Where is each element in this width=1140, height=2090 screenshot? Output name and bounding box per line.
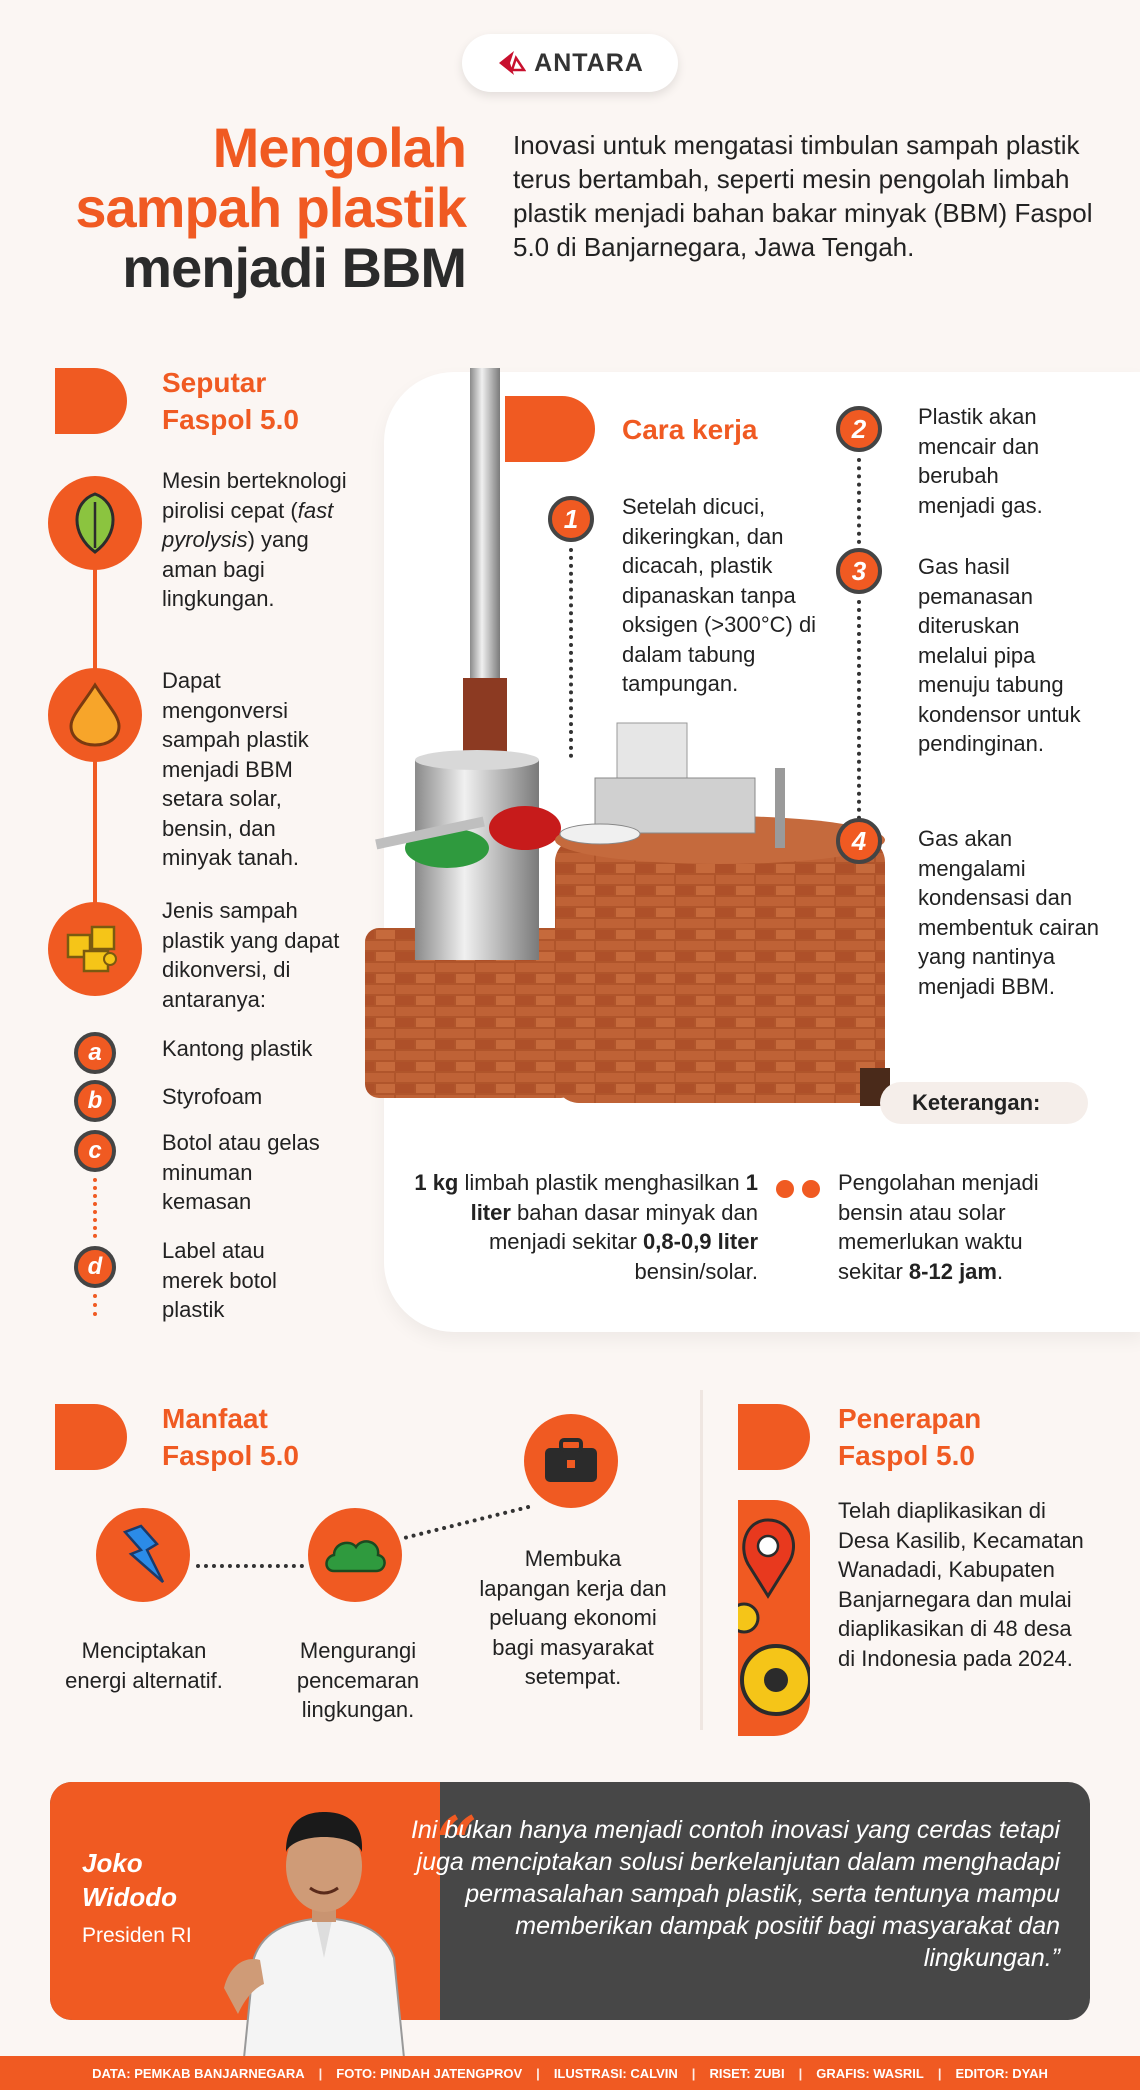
oil-drop-icon: [48, 668, 142, 762]
seputar-item-1: Mesin berteknologi pirolisi cepat (fast …: [162, 466, 352, 614]
penerapan-title-line-1: Penerapan: [838, 1403, 982, 1434]
credit-separator: |: [798, 2065, 803, 2081]
penerapan-text: Telah diaplikasikan di Desa Kasilib, Kec…: [838, 1498, 1084, 1671]
ket-left-part-2: limbah plastik menghasilkan: [458, 1170, 746, 1195]
seputar-item-2: Dapat mengonversi sampah plastik menjadi…: [162, 668, 309, 870]
cloud-icon: [308, 1508, 402, 1602]
manfaat-title-line-2: Faspol 5.0: [162, 1440, 299, 1471]
keterangan-dot-right: [802, 1180, 820, 1198]
manfaat-title-line-1: Manfaat: [162, 1403, 268, 1434]
step-3-4-connector: [857, 600, 861, 820]
penerapan-title: Penerapan Faspol 5.0: [838, 1400, 981, 1474]
step-1-connector: [569, 548, 573, 758]
cara-kerja-title: Cara kerja: [622, 414, 758, 445]
liter-value: 1 liter: [470, 1170, 758, 1225]
seputar-title: Seputar Faspol 5.0: [162, 364, 299, 438]
step-1-text: Setelah dicuci, dikeringkan, dan dicacah…: [622, 494, 817, 696]
quote-text: Ini bukan hanya menjadi contoh inovasi y…: [410, 1816, 1060, 1972]
step-1-badge: 1: [548, 496, 594, 542]
keterangan-right-text: Pengolahan menjadi bensin atau solar mem…: [838, 1168, 1088, 1286]
kg-value: 1 kg: [414, 1170, 459, 1195]
step-2-3-connector: [857, 458, 861, 544]
step-2-text: Plastik akan mencair dan berubah menjadi…: [918, 404, 1043, 518]
step-3-text: Gas hasil pemanasan diteruskan melalui p…: [918, 554, 1081, 756]
credit-data: DATA: PEMKAB BANJARNEGARA: [92, 2065, 305, 2081]
antara-logo: ANTARA: [462, 34, 678, 92]
type-list-tail: [93, 1294, 97, 1316]
leaf-icon: [48, 476, 142, 570]
location-gear-icon: [738, 1500, 810, 1736]
puzzle-icon: [48, 902, 142, 996]
seputar-item-3: Jenis sampah plastik yang dapat dikonver…: [162, 898, 340, 1012]
credit-separator: |: [536, 2065, 540, 2081]
title-line-2: sampah plastik: [75, 176, 467, 239]
step-2-badge: 2: [836, 406, 882, 452]
seputar-tab: [55, 368, 127, 434]
hours-value: 8-12 jam: [908, 1258, 997, 1284]
title-line-3: menjadi BBM: [122, 236, 467, 299]
credit-editor: EDITOR: DYAH: [955, 2065, 1048, 2081]
seputar-title-line-2: Faspol 5.0: [162, 404, 299, 435]
ket-right-part-1: Pengolahan menjadi bensin atau solar mem…: [838, 1170, 1039, 1284]
keterangan-dot-left: [776, 1180, 794, 1198]
penerapan-title-line-2: Faspol 5.0: [838, 1440, 975, 1471]
manfaat-connector-1: [196, 1564, 304, 1568]
type-d-text: Label atau merek botol plastik: [162, 1238, 277, 1322]
speaker-name: Joko Widodo: [82, 1846, 177, 1914]
speaker-portrait: [224, 1812, 406, 2058]
briefcase-icon: [524, 1414, 618, 1508]
cara-kerja-tab: [505, 396, 595, 462]
credit-grafis: GRAFIS: WASRIL: [816, 2065, 924, 2081]
fast-pyrolysis-term: fast pyrolysis: [162, 497, 334, 553]
credit-separator: |: [318, 2065, 323, 2081]
title-line-1: Mengolah: [212, 116, 467, 179]
machine-illustration: [365, 368, 890, 1106]
type-a-text: Kantong plastik: [162, 1036, 313, 1061]
type-a-badge: a: [74, 1032, 116, 1074]
credit-foto: FOTO: PINDAH JATENGPROV: [336, 2065, 523, 2081]
type-b-text: Styrofoam: [162, 1084, 263, 1109]
manfaat-item-2: Mengurangi pencemaran lingkungan.: [296, 1638, 420, 1722]
speaker-name-line-2: Widodo: [82, 1882, 178, 1912]
keterangan-label: Keterangan:: [880, 1082, 1088, 1124]
lightning-icon: [96, 1508, 190, 1602]
credit-separator: |: [937, 2065, 942, 2081]
seputar-item-1-part-1: Mesin berteknologi pirolisi cepat (: [162, 468, 347, 523]
section-divider: [700, 1390, 703, 1730]
credit-ilustrasi: ILUSTRASI: CALVIN: [553, 2065, 678, 2081]
manfaat-title: Manfaat Faspol 5.0: [162, 1400, 299, 1474]
type-list-connector: [93, 1178, 97, 1238]
antara-logo-icon: [499, 51, 527, 75]
step-4-text: Gas akan mengalami kondensasi dan memben…: [918, 826, 1099, 999]
ket-left-part-6: bensin/solar.: [634, 1258, 758, 1284]
manfaat-tab: [55, 1404, 127, 1470]
seputar-title-line-1: Seputar: [162, 367, 267, 398]
liter-range-value: 0,8-0,9 liter: [643, 1229, 758, 1254]
type-c-text: Botol atau gelas minuman kemasan: [162, 1130, 320, 1214]
type-c-badge: c: [74, 1130, 116, 1172]
logo-text: ANTARA: [534, 48, 644, 77]
manfaat-connector-2: [403, 1504, 531, 1540]
step-4-badge: 4: [836, 818, 882, 864]
keterangan-left-text: 1 kg limbah plastik menghasilkan 1 liter…: [400, 1168, 758, 1286]
intro-text: Inovasi untuk mengatasi timbulan sampah …: [513, 130, 1093, 262]
ket-right-part-3: .: [996, 1258, 1004, 1284]
seputar-item-1-part-3: ) yang aman bagi lingkungan.: [162, 527, 309, 611]
manfaat-item-3: Membuka lapangan kerja dan peluang ekono…: [479, 1546, 667, 1689]
type-b-badge: b: [74, 1080, 116, 1122]
quote-mark-icon: “: [436, 1800, 478, 1885]
penerapan-tab: [738, 1404, 810, 1470]
step-3-badge: 3: [836, 548, 882, 594]
footer-credits: DATA: PEMKAB BANJARNEGARA | FOTO: PINDAH…: [0, 2056, 1140, 2090]
speaker-role: Presiden RI: [82, 1924, 192, 1947]
speaker-name-line-1: Joko: [82, 1848, 143, 1878]
type-d-badge: d: [74, 1246, 116, 1288]
credit-riset: RISET: ZUBI: [709, 2065, 785, 2081]
credit-separator: |: [691, 2065, 696, 2081]
manfaat-item-1: Menciptakan energi alternatif.: [65, 1638, 223, 1693]
page-title: Mengolah sampah plastik menjadi BBM: [30, 116, 467, 299]
ket-left-part-4: bahan dasar minyak dan menjadi sekitar: [488, 1199, 758, 1255]
